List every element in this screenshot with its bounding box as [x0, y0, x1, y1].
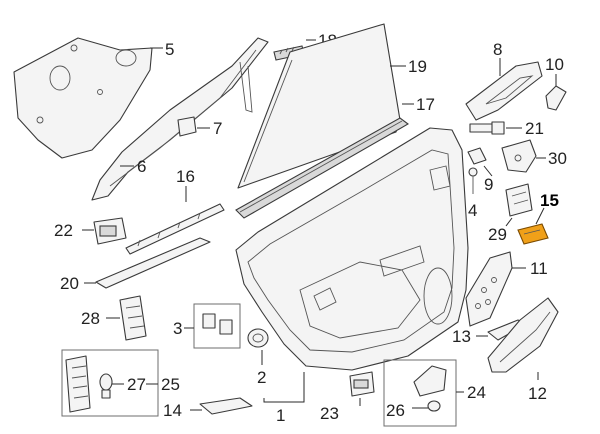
- callout-15: 15: [540, 191, 559, 210]
- part-30-bracket[interactable]: [501, 139, 537, 173]
- callout-24: 24: [467, 383, 486, 402]
- part-29-switch[interactable]: [505, 183, 533, 217]
- callout-21: 21: [525, 119, 544, 138]
- callout-4: 4: [468, 201, 477, 220]
- callout-20: 20: [60, 274, 79, 293]
- part-10-trim-cap[interactable]: [545, 85, 567, 111]
- part-4-screw[interactable]: [468, 167, 478, 194]
- callout-17: 17: [416, 95, 435, 114]
- part-7-clip[interactable]: [177, 116, 197, 137]
- callout-10: 10: [545, 55, 564, 74]
- callout-11: 11: [530, 259, 548, 278]
- part-23-latch[interactable]: [349, 371, 375, 397]
- callout-28: 28: [81, 309, 100, 328]
- callout-29: 29: [488, 225, 507, 244]
- callout-9: 9: [484, 175, 493, 194]
- part-8-inner-handle-bezel[interactable]: [465, 61, 543, 121]
- callout-14: 14: [163, 401, 182, 420]
- part-2-grommet[interactable]: [247, 328, 269, 348]
- part-14-lower-trim[interactable]: [199, 397, 253, 415]
- part-26-bulb[interactable]: [427, 400, 441, 412]
- part-5-watershield[interactable]: [13, 37, 153, 159]
- callout-3: 3: [173, 319, 182, 338]
- callout-19: 19: [408, 57, 427, 76]
- callout-7: 7: [213, 119, 222, 138]
- part-3-fasteners[interactable]: [202, 313, 233, 335]
- callout-1: 1: [276, 406, 285, 425]
- part-11-speaker-grille[interactable]: [465, 251, 513, 327]
- part-25-box: [61, 349, 159, 417]
- part-12-armrest[interactable]: [487, 297, 559, 373]
- callout-5: 5: [165, 40, 174, 59]
- part-15-window-switch-highlighted[interactable]: [517, 223, 549, 245]
- part-1-door-trim-panel[interactable]: [235, 127, 469, 371]
- part-17-belt-weatherstrip[interactable]: [235, 117, 409, 219]
- callout-6: 6: [137, 157, 146, 176]
- part-20-lower-strip[interactable]: [95, 237, 211, 289]
- part-21-bolt[interactable]: [469, 121, 505, 135]
- part-24-box: [383, 359, 457, 427]
- part-9-clip[interactable]: [467, 147, 487, 165]
- callout-2: 2: [257, 368, 266, 387]
- callout-25: 25: [161, 375, 180, 394]
- callout-12: 12: [528, 384, 547, 403]
- part-3-box: [193, 303, 241, 349]
- callout-27: 27: [127, 375, 146, 394]
- part-27-bulb[interactable]: [99, 373, 113, 399]
- callout-13: 13: [452, 327, 471, 346]
- callout-26: 26: [386, 401, 405, 420]
- part-24-lamp-assembly[interactable]: [413, 365, 447, 397]
- part-22-switch-housing[interactable]: [93, 217, 127, 245]
- callout-23: 23: [320, 404, 339, 423]
- part-28-bracket[interactable]: [119, 295, 147, 341]
- callout-22: 22: [54, 221, 73, 240]
- part-16-trim-strip[interactable]: [125, 203, 225, 255]
- part-27-courtesy-lamp[interactable]: [65, 355, 91, 413]
- callout-30: 30: [548, 149, 567, 168]
- callout-16: 16: [176, 167, 195, 186]
- callout-8: 8: [493, 40, 502, 59]
